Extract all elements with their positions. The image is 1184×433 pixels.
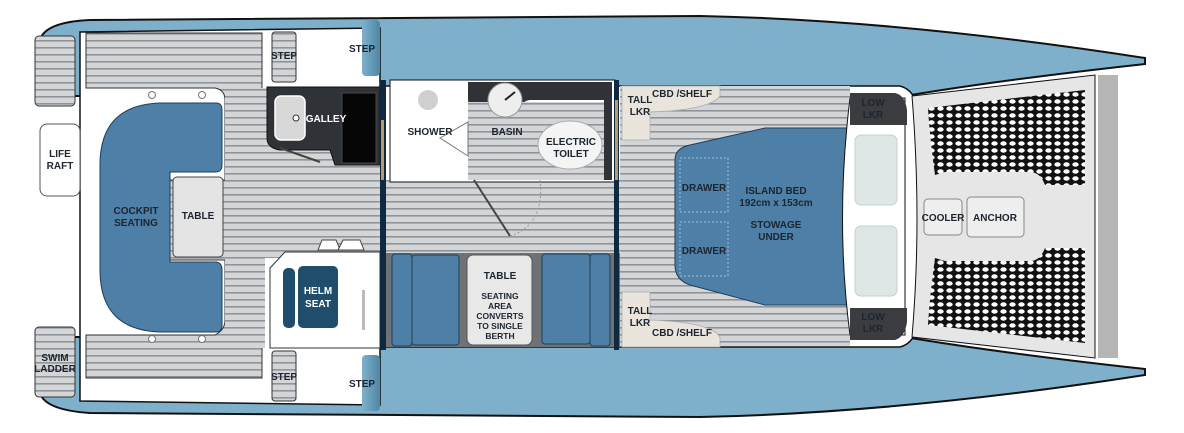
saloon-note-4: TO SINGLE: [477, 321, 523, 331]
saloon-table-label: TABLE: [484, 271, 517, 282]
aft-pad-top: [34, 35, 76, 107]
step-bottom-large: [362, 355, 380, 411]
trampoline-net-bottom: [928, 248, 1085, 343]
cockpit-table-label: TABLE: [182, 211, 215, 222]
tall-locker-top-label-1: TALL: [628, 95, 653, 106]
step-top-large-label: STEP: [349, 44, 375, 55]
saloon-seat-aft: [411, 254, 460, 346]
step-top-large: [362, 20, 380, 76]
tall-locker-bottom-label-1: TALL: [628, 306, 653, 317]
drawer-bottom-label: DRAWER: [682, 246, 727, 257]
saloon-note-2: AREA: [488, 301, 512, 311]
electric-toilet-label-1: ELECTRIC: [546, 137, 596, 148]
helm-seat: [298, 266, 338, 328]
basin-label: BASIN: [491, 127, 522, 138]
saloon-note-3: CONVERTS: [476, 311, 524, 321]
cooler-label: COOLER: [922, 213, 966, 224]
saloon-seat-aft-back: [391, 253, 413, 347]
low-locker-bottom-label-1: LOW: [861, 312, 885, 323]
headboard: [842, 97, 906, 336]
electric-toilet: [537, 120, 603, 170]
low-locker-bottom-label-2: LKR: [863, 324, 884, 335]
cockpit-table: [172, 176, 224, 258]
galley-label: GALLEY: [306, 114, 347, 125]
drawer-top-label: DRAWER: [682, 183, 727, 194]
low-locker-bottom: [850, 308, 907, 340]
shower-label: SHOWER: [408, 127, 454, 138]
bulkhead-fwd: [614, 80, 619, 350]
low-locker-top-label-2: LKR: [863, 110, 884, 121]
life-raft-label-2: RAFT: [47, 161, 74, 172]
step-bottom-small-label: STEP: [271, 372, 297, 383]
saloon-floor: [386, 180, 622, 255]
tall-locker-top-label-2: LKR: [630, 107, 651, 118]
cbd-shelf-bottom-label: CBD /SHELF: [652, 328, 712, 339]
drawer-bottom: [679, 221, 729, 277]
electric-toilet-label-2: TOILET: [553, 149, 588, 160]
trampoline-net-top: [928, 90, 1085, 185]
life-raft-label-1: LIFE: [49, 149, 71, 160]
cockpit-seating-label-1: COCKPIT: [114, 206, 159, 217]
tall-locker-bottom-label-2: LKR: [630, 318, 651, 329]
island-bed: [674, 127, 851, 306]
step-bottom-large-label: STEP: [349, 379, 375, 390]
saloon-note-5: BERTH: [485, 331, 514, 341]
swim-ladder-pad: [34, 326, 76, 398]
galley-cooktop: [341, 92, 377, 164]
shower-drain: [418, 90, 438, 110]
cbd-shelf-top-label: CBD /SHELF: [652, 89, 712, 100]
bulkhead-door: [381, 120, 384, 180]
island-bed-label-1: ISLAND BED: [745, 186, 806, 197]
step-top-small: [271, 31, 297, 83]
bulkhead-aft: [380, 80, 386, 350]
anchor-hatch: [966, 196, 1025, 238]
stowage-label-1: STOWAGE: [751, 220, 802, 231]
tall-locker-bottom: [621, 291, 721, 348]
helm-seat-label-1: HELM: [304, 286, 332, 297]
saloon-seat-fwd-back: [589, 253, 611, 347]
cockpit-seating: [99, 102, 223, 333]
cockpit-seating-label-2: SEATING: [114, 218, 158, 229]
low-locker-top: [850, 93, 907, 125]
island-bed-label-2: 192cm x 153cm: [739, 198, 813, 209]
swim-ladder-label-1: SWIM: [41, 353, 68, 364]
low-locker-top-label-1: LOW: [861, 98, 885, 109]
galley-sink: [274, 95, 306, 141]
helm-armrest: [283, 268, 295, 328]
saloon-note-1: SEATING: [481, 291, 519, 301]
life-raft: [39, 123, 81, 197]
saloon-seat-fwd: [541, 253, 591, 345]
saloon-table: [466, 254, 533, 346]
cooler-hatch: [923, 198, 963, 236]
swim-ladder-label-2: LADDER: [34, 364, 76, 375]
helm-seat-label-2: SEAT: [305, 299, 331, 310]
stowage-label-2: UNDER: [758, 232, 794, 243]
drawer-top: [679, 157, 729, 213]
pillow-bottom: [854, 225, 898, 297]
step-top-small-label: STEP: [271, 51, 297, 62]
anchor-label: ANCHOR: [973, 213, 1018, 224]
step-bottom-small: [271, 350, 297, 402]
pillow-top: [854, 134, 898, 206]
bow-beam: [1098, 75, 1118, 358]
tall-locker-top: [621, 85, 721, 141]
